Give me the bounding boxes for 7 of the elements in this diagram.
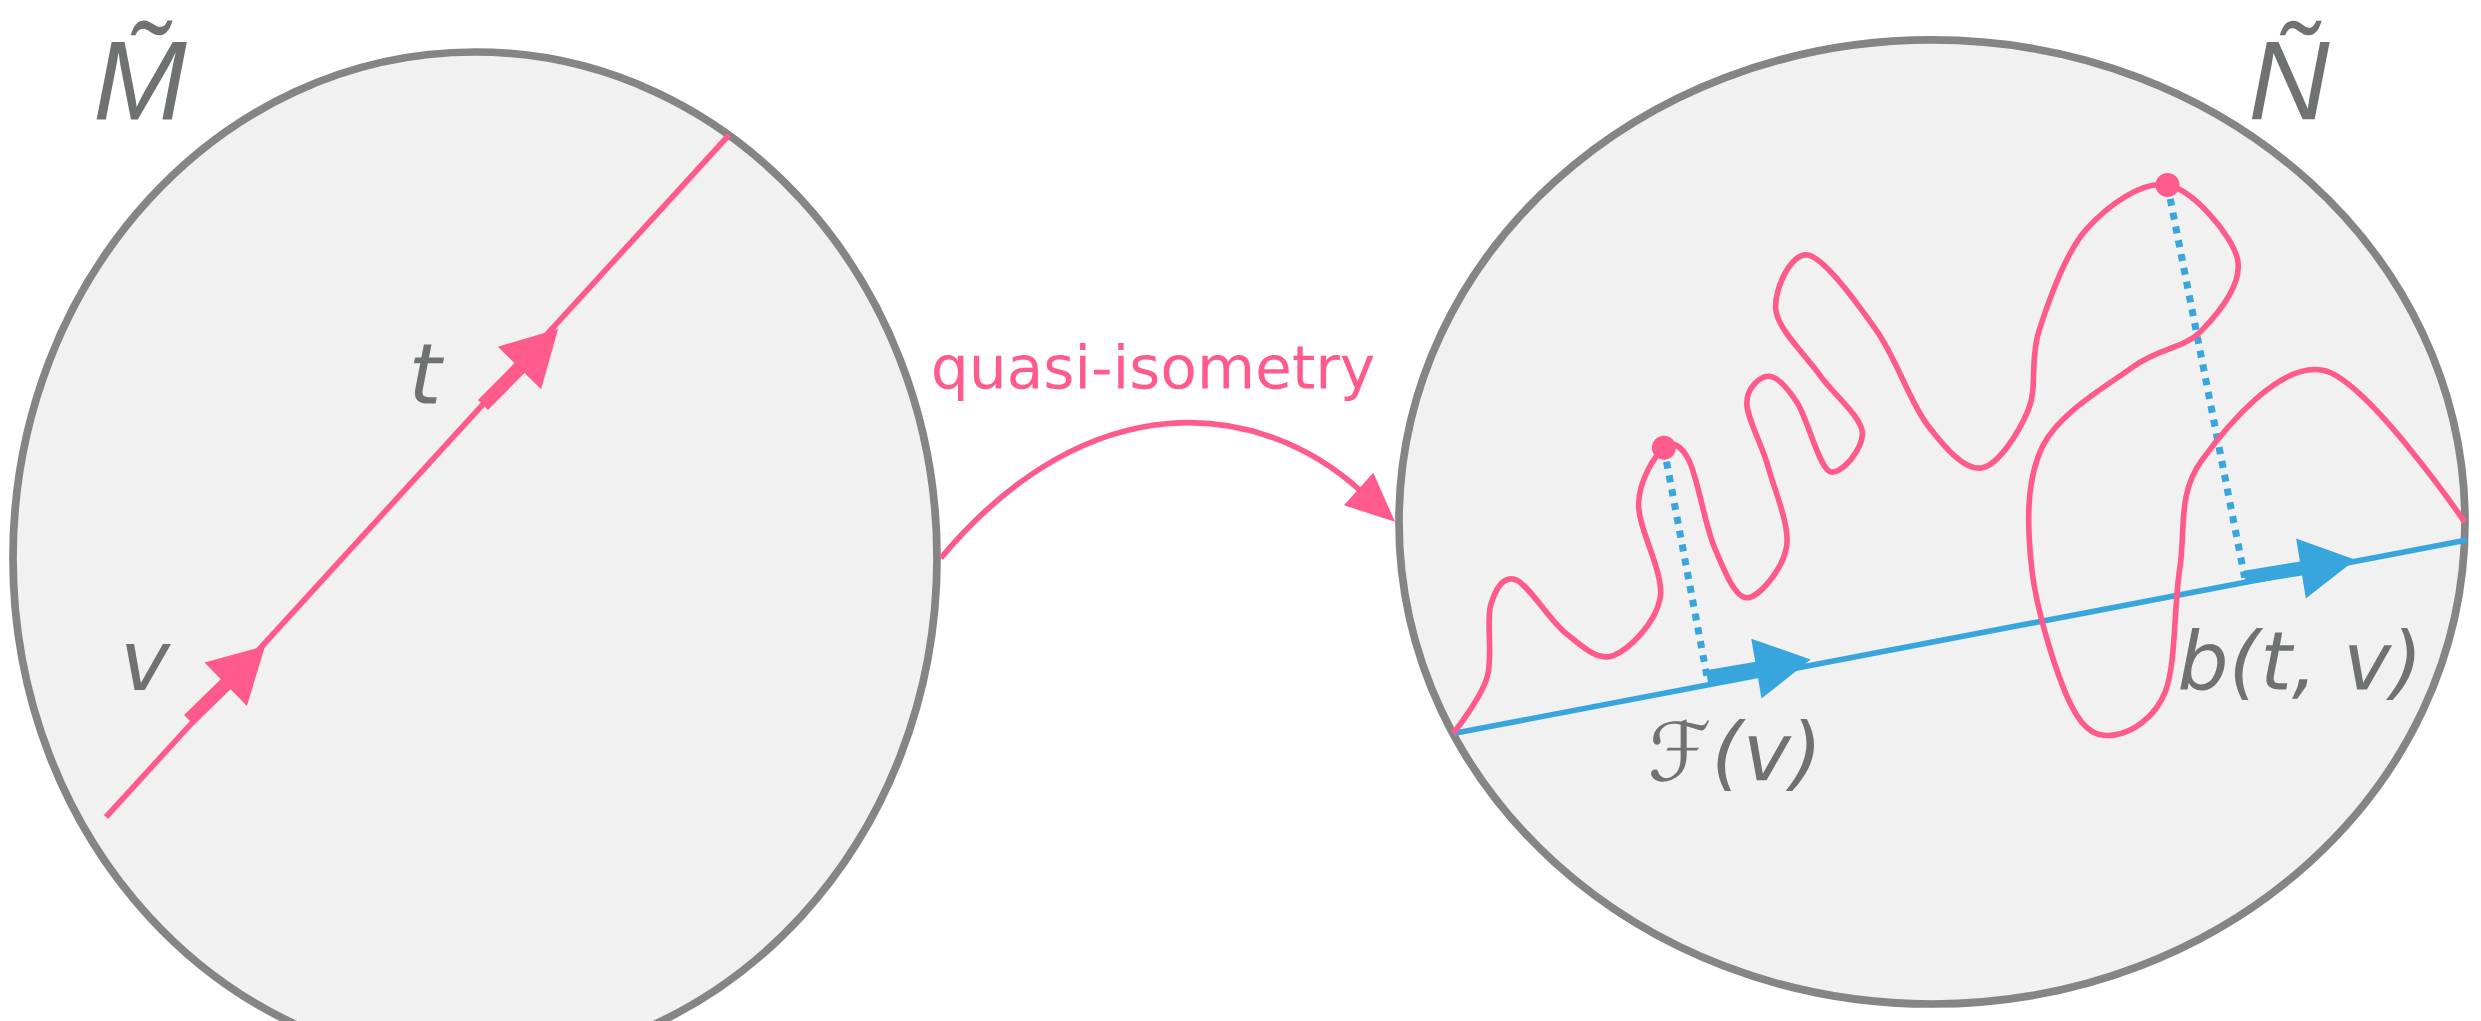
space-label: M̃ bbox=[96, 20, 187, 120]
math-label: b(t, v) bbox=[2180, 627, 2415, 700]
space-label: Ñ bbox=[2251, 20, 2330, 120]
math-label: ℱ(v) bbox=[1651, 719, 1814, 791]
math-label: v bbox=[126, 643, 171, 691]
edge-label: quasi-isometry bbox=[934, 343, 1374, 401]
math-label: t bbox=[413, 344, 445, 404]
